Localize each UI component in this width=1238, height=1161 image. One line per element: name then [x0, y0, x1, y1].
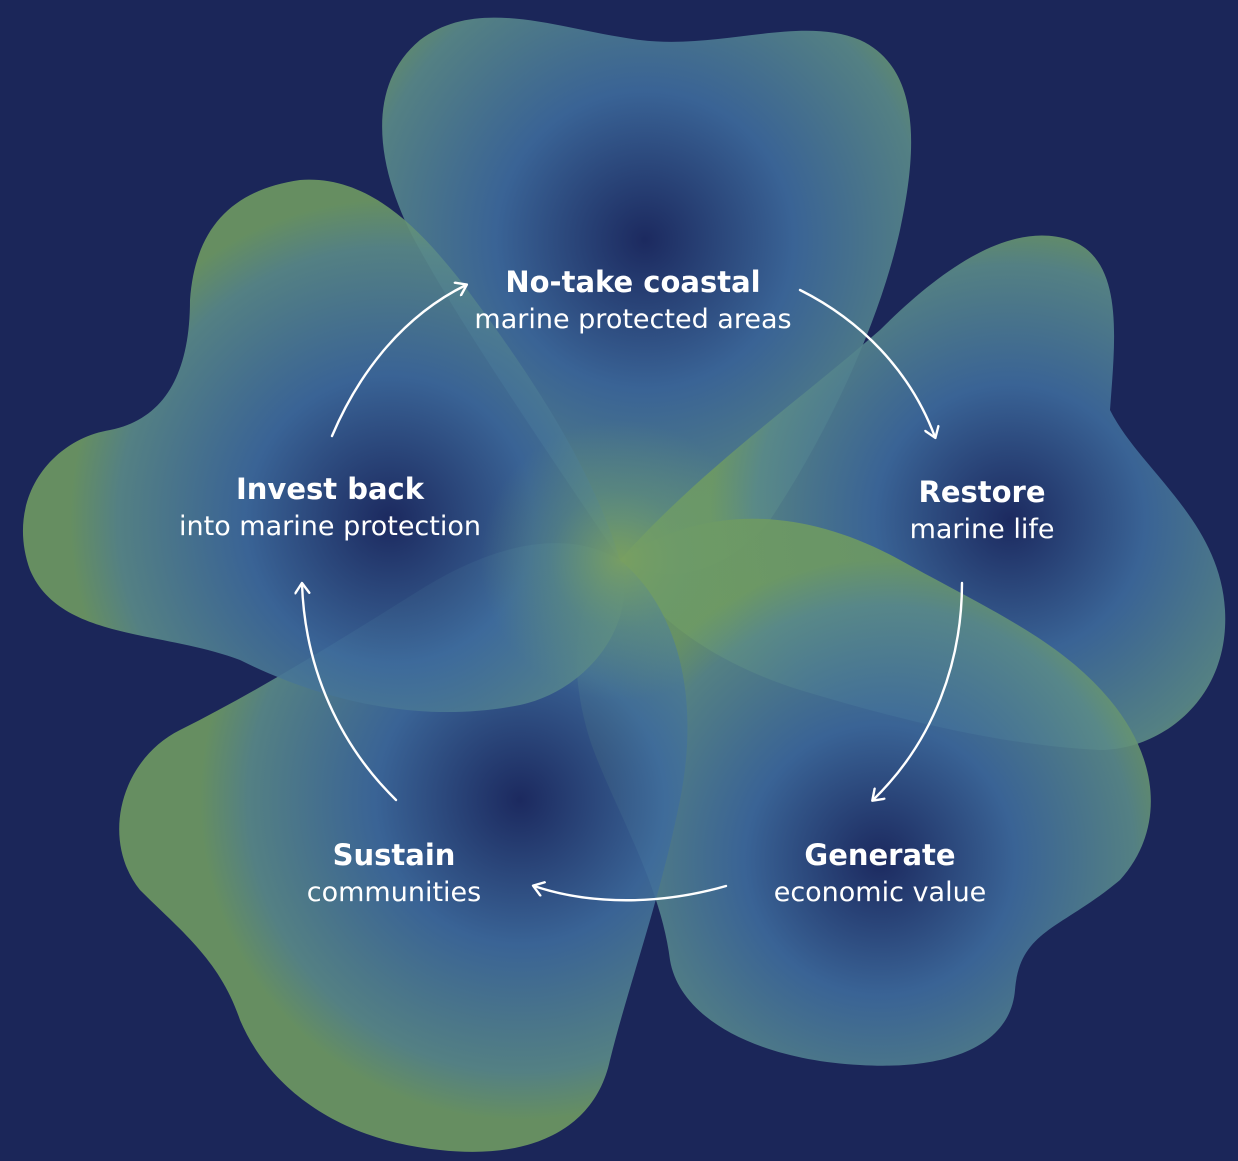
arrow-generate-to-sustain — [534, 886, 728, 902]
cycle-arrows — [302, 285, 964, 902]
arrow-notake-to-restore — [798, 288, 935, 437]
node-title: No-take coastal — [505, 265, 761, 299]
center-glow — [480, 420, 760, 700]
arrow-sustain-to-invest — [302, 584, 398, 802]
node-generate: Generate economic value — [774, 837, 987, 911]
node-title: Invest back — [235, 472, 425, 506]
node-sustain: Sustain communities — [307, 837, 481, 911]
node-subtitle: marine life — [909, 514, 1055, 545]
arrow-invest-to-notake — [330, 285, 466, 438]
node-subtitle: marine protected areas — [474, 304, 792, 335]
node-subtitle: communities — [306, 877, 482, 908]
node-subtitle: economic value — [773, 877, 987, 908]
node-restore: Restore marine life — [910, 474, 1055, 548]
petal-blobs — [22, 17, 1226, 1152]
petal-left — [22, 179, 625, 713]
arrow-restore-to-generate — [873, 581, 964, 800]
node-no-take-coastal: No-take coastal marine protected areas — [474, 264, 791, 338]
node-title: Sustain — [332, 838, 456, 872]
node-title: Restore — [918, 475, 1046, 509]
node-invest-back: Invest back into marine protection — [179, 471, 481, 545]
node-subtitle: into marine protection — [179, 511, 481, 542]
node-title: Generate — [804, 838, 956, 872]
